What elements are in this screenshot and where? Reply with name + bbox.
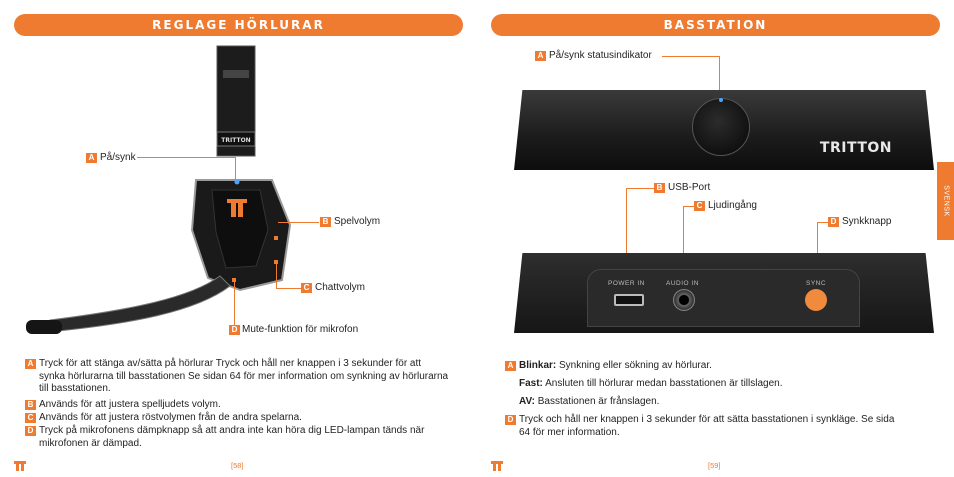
desc-a-text: Tryck för att stänga av/sätta på hörlura… bbox=[39, 358, 449, 394]
callout-d-label: Mute-funktion för mikrofon bbox=[242, 324, 359, 335]
port-panel: POWER IN AUDIO IN SYNC bbox=[587, 269, 860, 327]
power-in-label: POWER IN bbox=[608, 280, 645, 287]
callout-c-badge: C bbox=[301, 283, 312, 293]
callout-a-line-v bbox=[235, 157, 236, 182]
callout-d-badge: D bbox=[229, 325, 240, 335]
callout-b-badge: B bbox=[320, 217, 331, 227]
callout-b-line bbox=[278, 222, 319, 223]
base-station-back: POWER IN AUDIO IN SYNC bbox=[514, 253, 934, 333]
base-callout-b-line-v bbox=[626, 188, 627, 291]
base-callout-b-line bbox=[626, 188, 654, 189]
base-callout-c-line-v bbox=[683, 206, 684, 282]
base-station-top: TRITTON bbox=[514, 90, 934, 170]
page-number-right: [59] bbox=[708, 461, 721, 470]
tritton-logo-icon bbox=[491, 461, 503, 471]
audio-jack bbox=[673, 289, 695, 311]
desc-d-text: Tryck på mikrofonens dämpknapp så att an… bbox=[39, 425, 425, 449]
headset-illustration: TRITTON bbox=[26, 45, 292, 334]
base-desc-d-badge: D bbox=[505, 415, 516, 425]
base-callout-b-badge: B bbox=[654, 183, 665, 193]
base-callout-a-line-v bbox=[719, 56, 720, 92]
base-callout-d-badge: D bbox=[828, 217, 839, 227]
callout-a-line bbox=[137, 157, 235, 158]
callout-c-label: Chattvolym bbox=[315, 282, 366, 293]
base-desc-a-off: AV: Basstationen är frånslagen. bbox=[519, 396, 660, 407]
sync-dome bbox=[692, 98, 750, 156]
right-page-header: BASSTATION bbox=[491, 14, 940, 36]
base-callout-d-line bbox=[817, 222, 828, 223]
base-callout-a-badge: A bbox=[535, 51, 546, 61]
callout-b-label: Spelvolym bbox=[334, 216, 381, 227]
base-callout-d-label: Synkknapp bbox=[842, 216, 892, 227]
callout-c-line bbox=[276, 288, 301, 289]
desc-c-text: Används för att justera röstvolymen från… bbox=[39, 412, 302, 423]
base-callout-a-line bbox=[662, 56, 719, 57]
callout-d-line-v bbox=[234, 280, 235, 325]
callout-a-badge: A bbox=[86, 153, 97, 163]
base-callout-c-line bbox=[683, 206, 694, 207]
tritton-logo-icon bbox=[14, 461, 26, 471]
base-desc-a-badge: A bbox=[505, 361, 516, 371]
base-callout-b-label: USB-Port bbox=[668, 182, 711, 193]
usb-port bbox=[614, 294, 644, 306]
base-callout-a-label: På/synk statusindikator bbox=[549, 50, 652, 61]
base-desc-a-fast: Fast: Ansluten till hörlurar medan basst… bbox=[519, 378, 783, 389]
sync-button bbox=[805, 289, 827, 311]
desc-c-badge: C bbox=[25, 413, 36, 423]
headset-brand-text: TRITTON bbox=[221, 137, 250, 144]
status-led bbox=[719, 98, 723, 102]
desc-d-badge: D bbox=[25, 426, 36, 436]
callout-a-label: På/synk bbox=[100, 152, 136, 163]
sync-label: SYNC bbox=[806, 280, 827, 287]
desc-b-text: Används för att justera spelljudets voly… bbox=[39, 399, 221, 410]
callout-c-line-v bbox=[276, 264, 277, 288]
desc-a-badge: A bbox=[25, 359, 36, 369]
desc-b-badge: B bbox=[25, 400, 36, 410]
base-callout-c-badge: C bbox=[694, 201, 705, 211]
page-number-left: [58] bbox=[231, 461, 244, 470]
left-page-header: REGLAGE HÖRLURAR bbox=[14, 14, 463, 36]
language-tab: SVENSK bbox=[937, 162, 954, 240]
base-desc-d-text: Tryck och håll ner knappen i 3 sekunder … bbox=[519, 414, 895, 438]
base-brand: TRITTON bbox=[819, 140, 892, 156]
base-callout-c-label: Ljudingång bbox=[708, 200, 757, 211]
audio-in-label: AUDIO IN bbox=[666, 280, 699, 287]
base-desc-a-blinking: Blinkar: Synkning eller sökning av hörlu… bbox=[519, 360, 712, 371]
